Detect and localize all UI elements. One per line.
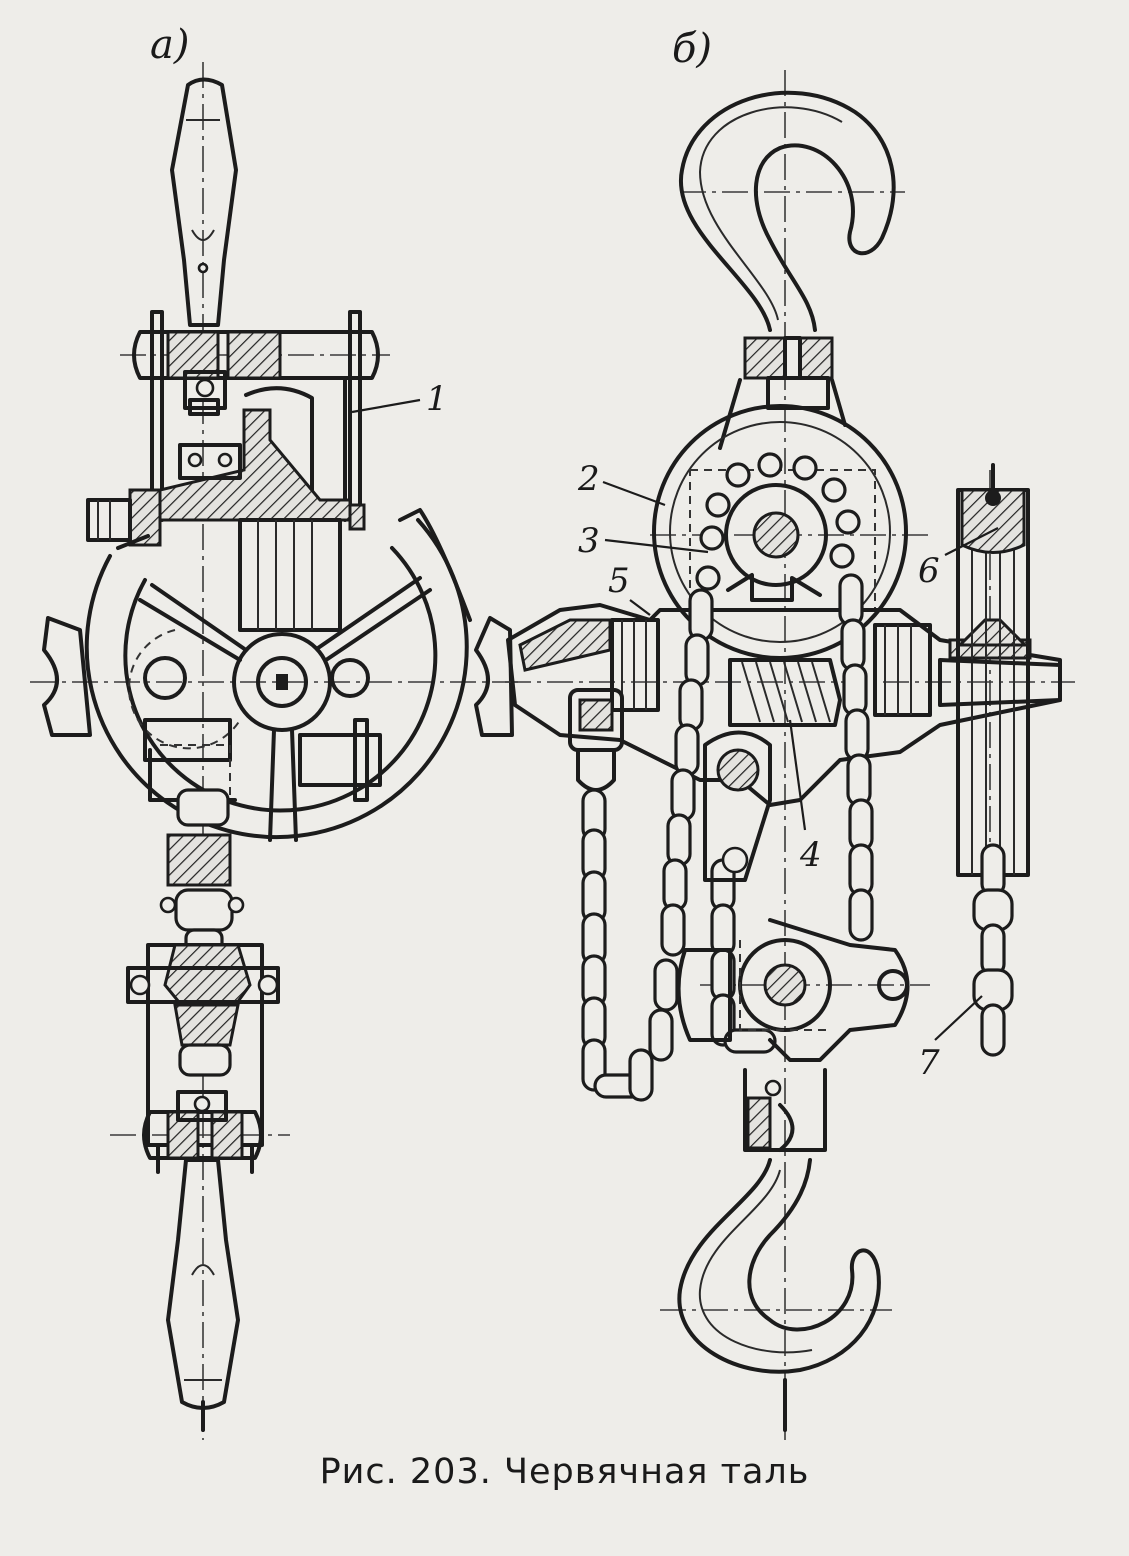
bottom-hook	[677, 1158, 881, 1432]
worm-housing-section	[86, 386, 366, 632]
top-handle	[170, 77, 238, 327]
load-chain-right	[838, 573, 874, 942]
view-a-chain	[159, 788, 245, 962]
hanging-chain-7	[972, 843, 1014, 1057]
bottom-handle	[166, 1158, 240, 1432]
bottom-crosshead	[142, 1090, 263, 1160]
label-7: 7	[918, 1043, 940, 1083]
lower-block	[126, 943, 280, 1174]
chain-handwheel	[84, 508, 472, 842]
side-clamps	[42, 616, 514, 737]
label-3: 3	[578, 521, 600, 561]
sheave-chain-ring	[695, 452, 861, 591]
swing-arm	[703, 730, 772, 882]
view-label-b: б)	[672, 26, 712, 72]
figure-caption: Рис. 203. Червячная таль	[319, 1452, 810, 1492]
right-guide	[938, 463, 1062, 877]
cross-beam	[506, 603, 1062, 807]
lower-frame	[143, 718, 382, 802]
label-1: 1	[426, 379, 448, 419]
worm-gear	[728, 658, 842, 727]
lower-hook-block	[676, 918, 910, 1152]
view-label-a: а)	[150, 22, 189, 68]
label-2: 2	[577, 459, 600, 499]
label-5: 5	[608, 561, 630, 601]
label-4: 4	[799, 835, 822, 875]
hand-chain-left	[568, 688, 679, 1102]
view-a-side-section: 1	[30, 62, 520, 1440]
top-crosshead	[132, 330, 380, 416]
label-6: 6	[918, 551, 940, 591]
top-hook	[678, 90, 896, 450]
view-b-front-view: 2 3 5 4 6 7	[505, 70, 1075, 1440]
